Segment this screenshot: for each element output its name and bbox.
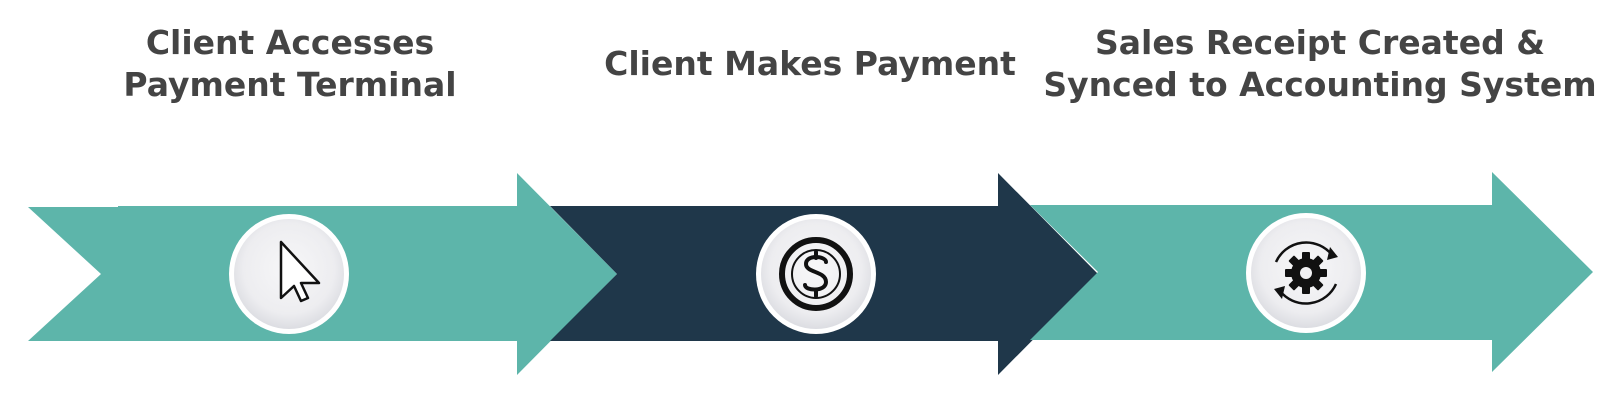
- step-1-icon-badge: [229, 214, 349, 334]
- step-1-title-line-1: Client Accesses: [145, 23, 435, 62]
- step-1-title-line-2: Payment Terminal: [123, 65, 457, 104]
- step-3-icon-badge: [1246, 213, 1366, 333]
- cursor-icon: [279, 240, 321, 303]
- step-2-icon-badge: [756, 214, 876, 334]
- step-3-title: Sales Receipt Created & Synced to Accoun…: [1040, 22, 1600, 106]
- step-3-title-line-1: Sales Receipt Created &: [1095, 23, 1545, 62]
- step-1-title: Client Accesses Payment Terminal: [120, 22, 460, 106]
- step-2-title-line-1: Client Makes Payment: [604, 44, 1016, 83]
- step-2-title: Client Makes Payment: [600, 43, 1020, 85]
- dollar-coin-icon: [779, 237, 853, 311]
- gear-sync-icon: [1274, 241, 1338, 305]
- step-3-title-line-2: Synced to Accounting System: [1043, 65, 1597, 104]
